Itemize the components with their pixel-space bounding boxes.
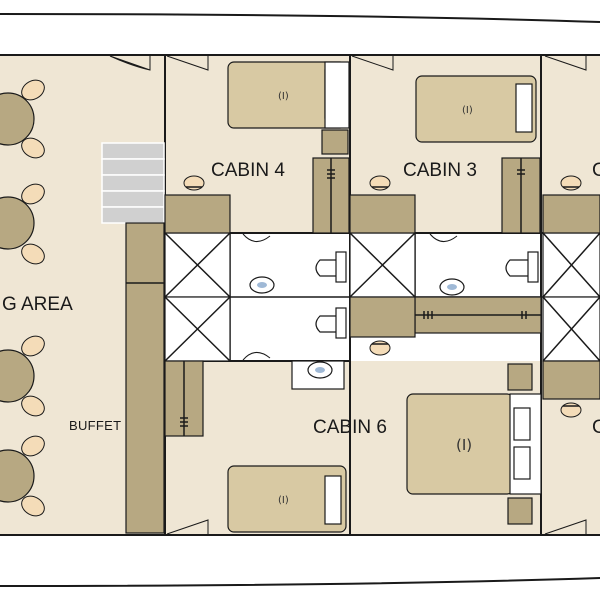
- cabin4-bed: (I): [227, 61, 350, 129]
- toilet-icon: [291, 360, 345, 390]
- door-swing: [544, 519, 587, 535]
- buffet-label: BUFFET: [69, 418, 121, 433]
- door-swing: [109, 55, 151, 71]
- cabin6-wardrobe-long: [414, 296, 542, 334]
- closet-right-bottom: [542, 296, 600, 362]
- bed-label: (I): [456, 436, 472, 454]
- cabin4-wardrobe: [312, 157, 350, 234]
- buffet-counter: [125, 222, 165, 534]
- closet-left-bottom: [164, 296, 231, 362]
- bed-label: (I): [278, 91, 289, 102]
- dining-table-1: [0, 79, 45, 159]
- cabin6-single-bed: (I): [227, 465, 347, 533]
- chair-icon: [183, 175, 205, 191]
- cabin6-label: CABIN 6: [313, 417, 387, 438]
- hull-outline: [0, 13, 600, 587]
- chair-icon: [369, 175, 391, 191]
- door-swing: [351, 55, 394, 71]
- sink-icon: [315, 251, 347, 283]
- cabin4-label: CABIN 4: [211, 160, 285, 181]
- toilet-icon: [249, 276, 275, 294]
- cabin6-nightstand: [507, 497, 533, 525]
- cabin2-desk: [542, 194, 600, 234]
- cabin5-desk: [542, 360, 600, 400]
- toilet-icon: [439, 278, 465, 296]
- closet-right-top: [542, 232, 600, 298]
- bed-label: (I): [278, 495, 289, 506]
- closet-mid-top: [349, 232, 416, 298]
- door-swing: [242, 352, 271, 361]
- cabin6-nightstand: [507, 363, 533, 391]
- door-swing: [544, 55, 587, 71]
- chair-icon: [369, 340, 391, 356]
- dining-table-3: [0, 335, 45, 417]
- cabin6-desk: [349, 296, 416, 338]
- sink-icon: [315, 307, 347, 339]
- dining-table-4: [0, 435, 45, 517]
- closet-left-top: [164, 232, 231, 298]
- stairs: [101, 142, 165, 224]
- bed-label: (I): [462, 105, 473, 116]
- cabin4-nightstand: [321, 129, 349, 155]
- cabin4-desk: [164, 194, 231, 234]
- cabin6-double-bed: (I): [406, 393, 542, 495]
- chair-icon: [560, 402, 582, 418]
- cabin2-label: C: [592, 160, 600, 181]
- cabin6-wardrobe: [164, 360, 204, 437]
- dining-area-label: G AREA: [2, 294, 73, 315]
- door-swing: [166, 519, 209, 535]
- door-swing: [429, 233, 458, 242]
- cabin3-desk: [349, 194, 416, 234]
- cabin3-bed: (I): [415, 75, 537, 143]
- cabin3-wardrobe: [501, 157, 541, 234]
- chair-icon: [560, 175, 582, 191]
- sink-icon: [505, 251, 539, 283]
- cabin3-label: CABIN 3: [403, 160, 477, 181]
- door-swing: [242, 233, 271, 242]
- cabin5-label: C: [592, 417, 600, 438]
- dining-table-2: [0, 183, 45, 265]
- door-swing: [166, 55, 209, 71]
